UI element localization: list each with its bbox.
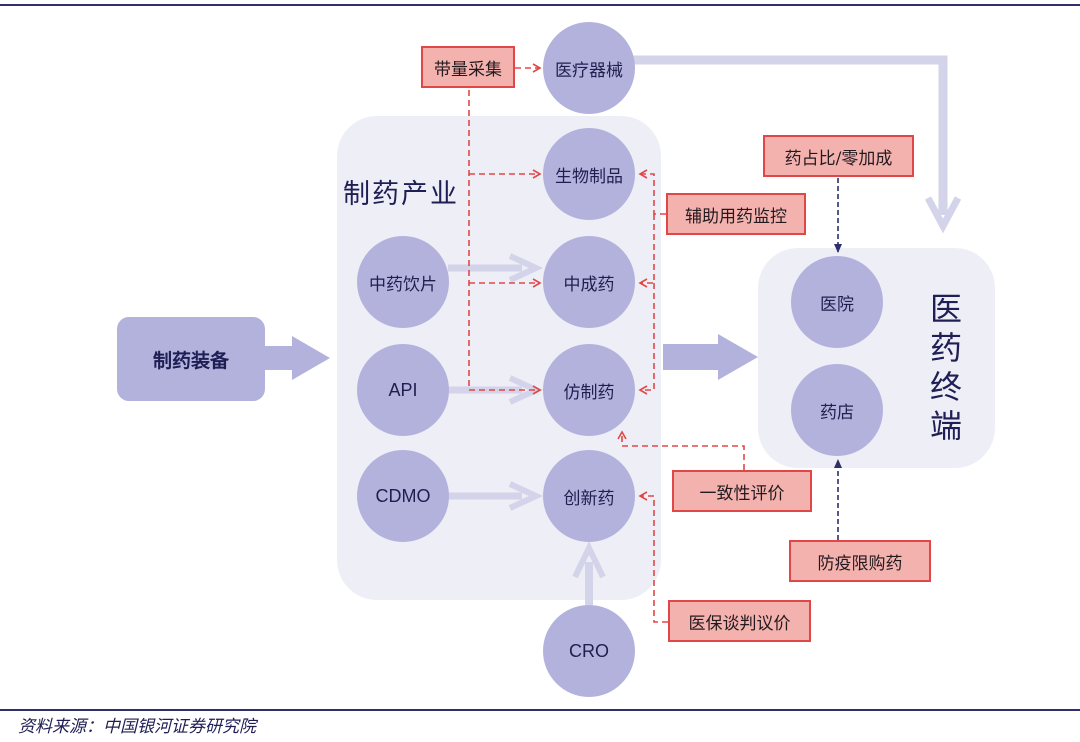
limit-purchase-policy-box: 防疫限购药 bbox=[789, 540, 931, 582]
policy-dashed-lines bbox=[468, 63, 745, 623]
nrdl-negotiation-policy-box: 医保谈判议价 bbox=[668, 600, 811, 642]
api-node: API bbox=[357, 344, 449, 436]
cro-node: CRO bbox=[543, 605, 635, 697]
tcm-pieces-node: 中药饮片 bbox=[357, 236, 449, 328]
device-to-terminal-arrow bbox=[633, 55, 948, 215]
terminal-title: 医药终端 bbox=[929, 290, 962, 445]
biologics-node: 生物制品 bbox=[543, 128, 635, 220]
cro-arrowhead bbox=[572, 541, 606, 579]
pharma-equipment-box: 制药装备 bbox=[117, 317, 265, 401]
drug-ratio-policy-box: 药占比/零加成 bbox=[763, 135, 914, 177]
tcm-arrowhead bbox=[508, 253, 544, 283]
bottom-rule bbox=[0, 709, 1080, 711]
vbp-policy-box: 带量采集 bbox=[421, 46, 515, 88]
pharma-industry-title: 制药产业 bbox=[343, 179, 459, 210]
hospital-node: 医院 bbox=[791, 256, 883, 348]
innovative-drugs-node: 创新药 bbox=[543, 450, 635, 542]
generics-node: 仿制药 bbox=[543, 344, 635, 436]
solid-arrows bbox=[265, 334, 758, 380]
proprietary-cm-node: 中成药 bbox=[543, 236, 635, 328]
cdmo-node: CDMO bbox=[357, 450, 449, 542]
pharmacy-node: 药店 bbox=[791, 364, 883, 456]
consistency-eval-policy-box: 一致性评价 bbox=[672, 470, 812, 512]
medical-devices-node: 医疗器械 bbox=[543, 22, 635, 114]
equipment-arrow bbox=[265, 336, 330, 380]
adjuvant-monitor-policy-box: 辅助用药监控 bbox=[666, 193, 806, 235]
device-to-terminal-arrowhead bbox=[924, 196, 962, 234]
cdmo-arrowhead bbox=[508, 481, 544, 511]
industry-to-terminal-arrow bbox=[663, 334, 758, 380]
source-note: 资料来源：中国银河证券研究院 bbox=[18, 717, 256, 737]
top-rule bbox=[0, 4, 1080, 6]
